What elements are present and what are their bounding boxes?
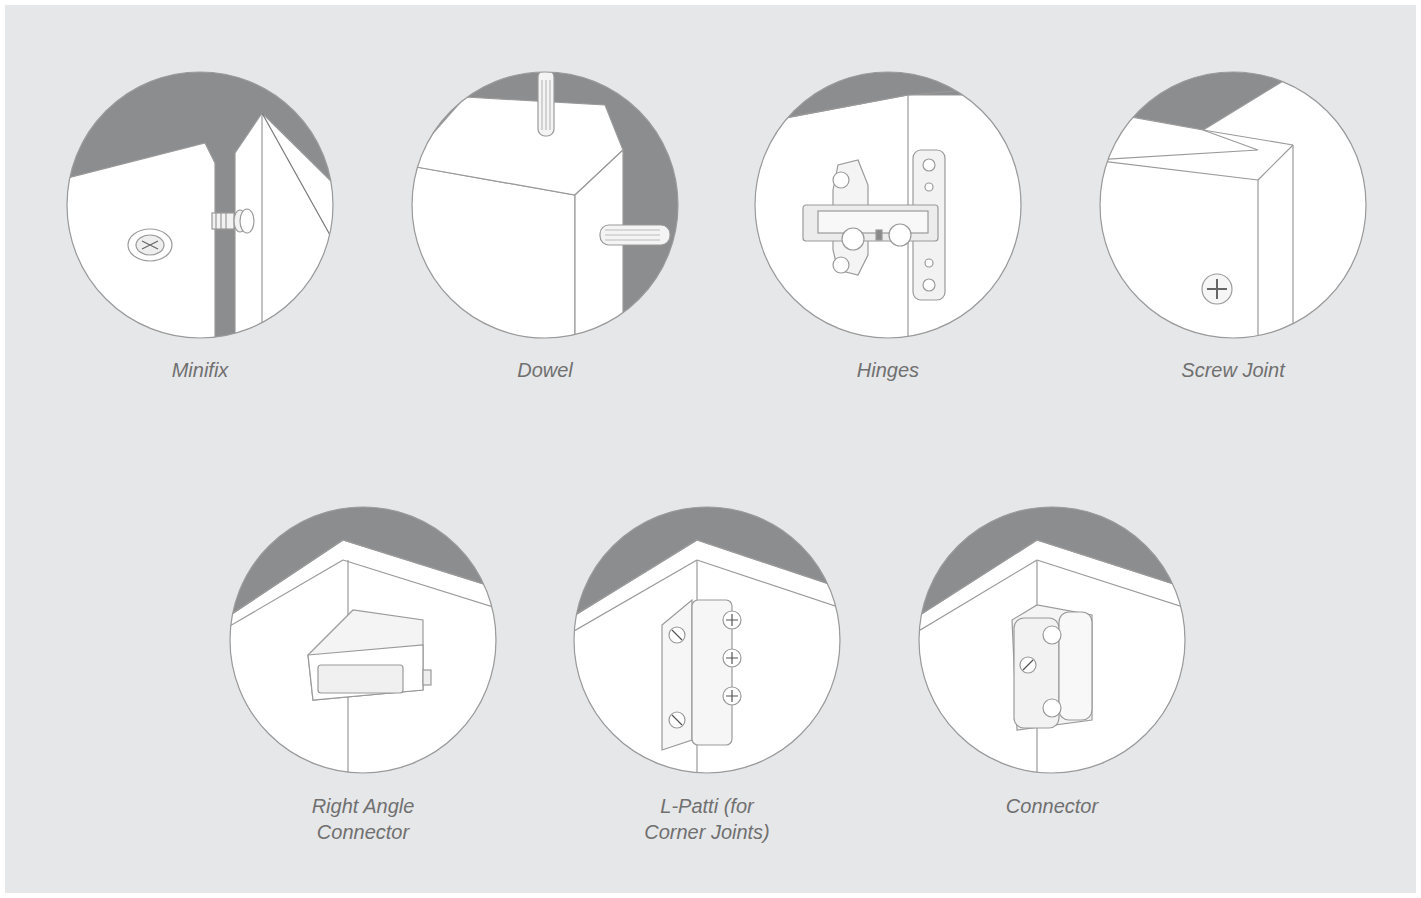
joint-caption: Connector <box>952 793 1152 819</box>
joint-caption: Minifix <box>100 357 300 383</box>
l-patti-illustration <box>567 500 847 780</box>
right-angle-connector-illustration <box>223 500 503 780</box>
joint-caption: Right Angle Connector <box>303 793 423 845</box>
joint-caption: L-Patti (for Corner Joints) <box>632 793 782 845</box>
connector-illustration <box>912 500 1192 780</box>
joint-caption: Dowel <box>445 357 645 383</box>
joint-caption: Screw Joint <box>1133 357 1333 383</box>
hinge-illustration <box>748 65 1028 345</box>
minifix-illustration <box>60 65 340 345</box>
dowel-illustration <box>405 65 685 345</box>
screw-joint-illustration <box>1093 65 1373 345</box>
joint-caption: Hinges <box>788 357 988 383</box>
